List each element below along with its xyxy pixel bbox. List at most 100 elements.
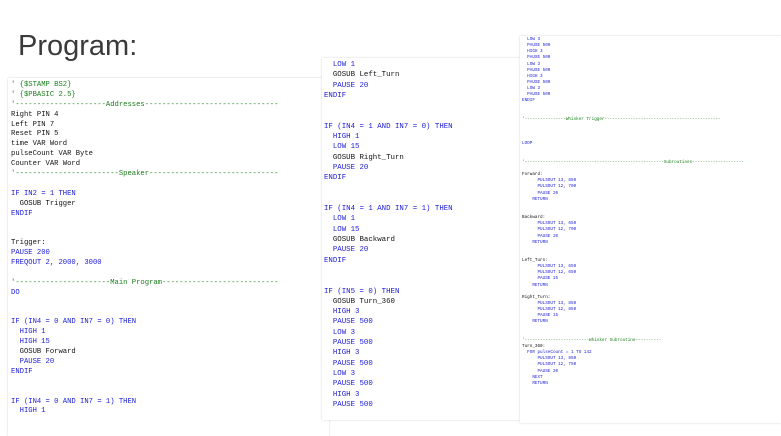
code-line	[322, 111, 520, 121]
code-line: PULSOUT 12, 750	[522, 362, 577, 368]
code-line: ENDIF	[324, 174, 347, 183]
code-line: GOSUB Forward	[11, 348, 76, 357]
code-line: HIGH 1	[11, 407, 46, 416]
code-line: PULSOUT 13, 650	[522, 264, 577, 270]
code-line: PULSOUT 13, 850	[522, 356, 577, 362]
code-line: RETURN	[522, 282, 548, 288]
code-line: PAUSE 20	[324, 163, 369, 172]
code-line: Right_Turn:	[522, 294, 551, 300]
code-line: Turn_360:	[522, 344, 546, 350]
code-line: HIGH 1	[11, 328, 46, 337]
code-line: PULSOUT 13, 650	[522, 221, 577, 227]
code-line: GOSUB Trigger	[11, 199, 76, 208]
code-line	[8, 308, 329, 318]
code-line	[8, 269, 329, 279]
code-line: RETURN	[522, 196, 548, 202]
code-panel-left: ' {$STAMP BS2}' {$PBASIC 2.5}'----------…	[8, 78, 329, 436]
code-line	[322, 101, 520, 111]
code-line: PAUSE 500	[522, 43, 551, 49]
code-line: Backward:	[522, 215, 546, 221]
code-line: LOW 3	[522, 86, 541, 92]
code-line: PAUSE 500	[324, 339, 373, 348]
code-line: HIGH 3	[324, 308, 360, 317]
code-line: LOW 3	[522, 37, 541, 42]
code-line: LOOP	[522, 141, 533, 147]
code-line: PAUSE 15	[522, 313, 559, 319]
code-line: '----------------------Main Program-----…	[11, 278, 279, 287]
code-line: FREQOUT 2, 2000, 3000	[11, 259, 102, 268]
code-line: PAUSE 500	[522, 92, 551, 98]
code-line: LOW 1	[324, 215, 356, 224]
code-line	[8, 180, 329, 190]
code-line: HIGH 3	[324, 390, 360, 399]
code-line: GOSUB Left_Turn	[324, 71, 400, 80]
code-line: LOW 15	[324, 225, 360, 234]
code-line	[8, 299, 329, 309]
code-line: IF (IN4 = 1 AND IN7 = 0) THEN	[324, 122, 453, 131]
code-line: PAUSE 500	[324, 400, 373, 409]
code-line: PAUSE 500	[522, 79, 551, 85]
code-line: GOSUB Right_Turn	[324, 153, 404, 162]
code-line: PAUSE 500	[324, 318, 373, 327]
code-line: Reset PIN 5	[11, 130, 59, 139]
code-line: PAUSE 15	[522, 276, 559, 282]
code-line: DO	[11, 288, 20, 297]
page-title: Program:	[18, 30, 138, 62]
code-line: PAUSE 20	[522, 233, 559, 239]
code-line: time VAR Word	[11, 140, 68, 149]
code-line: IF (IN4 = 1 AND IN7 = 1) THEN	[324, 205, 453, 214]
code-line: PULSOUT 12, 850	[522, 307, 577, 313]
code-line: Trigger:	[11, 239, 46, 248]
code-line: '---------------------Addresses---------…	[11, 100, 279, 109]
code-line: '----------------Whisker Trigger--------…	[522, 116, 721, 122]
code-line: PAUSE 500	[324, 380, 373, 389]
code-line: ENDIF	[11, 209, 33, 218]
code-line: HIGH 3	[522, 49, 543, 55]
code-panel-right: LOW 3 PAUSE 500 HIGH 3 PAUSE 500 LOW 3 P…	[520, 36, 781, 423]
code-line: Right PIN 4	[11, 110, 59, 119]
code-line: LOW 3	[522, 61, 541, 67]
code-line: RETURN	[522, 380, 548, 386]
code-line: Left_Turn:	[522, 258, 548, 264]
code-line: PAUSE 20	[324, 81, 369, 90]
code-line: HIGH 15	[11, 338, 50, 347]
code-line: ENDIF	[324, 91, 347, 100]
code-line: GOSUB Turn_360	[324, 297, 395, 306]
code-line: Forward:	[522, 172, 543, 178]
code-line: RETURN	[522, 239, 548, 245]
code-line: PULSOUT 13, 850	[522, 178, 577, 184]
code-line	[322, 184, 520, 194]
code-line: PAUSE 20	[522, 190, 559, 196]
code-line: ENDIF	[324, 256, 347, 265]
code-line: ENDIF	[11, 367, 33, 376]
code-line: '---------------------------------------…	[522, 159, 744, 165]
code-line: IF (IN4 = 0 AND IN7 = 0) THEN	[11, 318, 137, 327]
code-line: Counter VAR Word	[11, 160, 81, 169]
code-line	[8, 229, 329, 239]
code-line: '------------------------Speaker--------…	[11, 170, 279, 179]
code-line: ' {$STAMP BS2}	[11, 81, 72, 89]
code-line	[8, 219, 329, 229]
code-line: PULSOUT 12, 700	[522, 184, 577, 190]
code-line	[8, 388, 329, 398]
code-line: ' {$PBASIC 2.5}	[11, 90, 76, 99]
code-line: GOSUB Backward	[324, 236, 395, 245]
code-line: pulseCount VAR Byte	[11, 150, 93, 159]
code-line: '-------------------------Whisker Subrou…	[522, 337, 662, 343]
code-line: PAUSE 500	[522, 67, 551, 73]
code-line: LOW 15	[324, 143, 360, 152]
code-line: PAUSE 500	[522, 55, 551, 61]
code-line: PAUSE 500	[324, 359, 373, 368]
code-line: PULSOUT 12, 700	[522, 227, 577, 233]
code-line: PAUSE 20	[11, 357, 55, 366]
code-line: HIGH 3	[522, 73, 543, 79]
code-line: LOW 3	[324, 328, 356, 337]
code-line: PAUSE 20	[522, 368, 559, 374]
code-line: IF (IN4 = 0 AND IN7 = 1) THEN	[11, 397, 137, 406]
code-line: FOR pulseCount = 1 TO 142	[522, 350, 592, 356]
code-line: ENDIF	[522, 98, 535, 104]
code-line: LOW 1	[324, 61, 356, 69]
code-line: PAUSE 20	[324, 246, 369, 255]
code-line: IF IN2 = 1 THEN	[11, 189, 76, 198]
